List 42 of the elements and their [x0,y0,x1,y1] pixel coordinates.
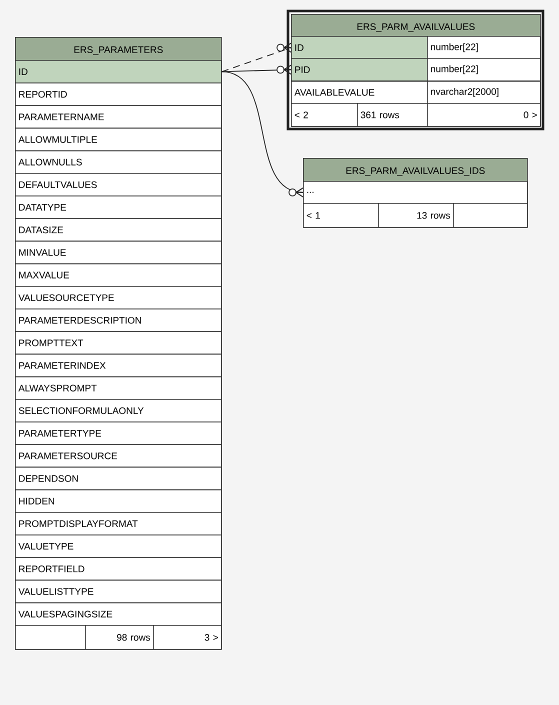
table-cell: number[22] [427,36,541,60]
table-cell: ID [291,36,428,60]
table-cell: DEPENDSON [15,466,222,490]
table-cell: PARAMETERSOURCE [15,444,222,468]
table-cell: 361 rows [357,103,428,127]
relationship-line [221,64,292,75]
table-cell: 3 > [153,625,222,650]
table-cell: PID [291,58,428,82]
table-cell: PARAMETERNAME [15,105,222,129]
table-cell: SELECTIONFORMULAONLY [15,399,222,422]
table-cell: < 2 [291,103,358,127]
table-cell: ALLOWNULLS [15,150,222,174]
table-cell: 0 > [427,103,541,127]
table-cell [15,625,86,650]
table-cell: 98 rows [85,625,154,650]
table-cell: HIDDEN [15,489,222,513]
table-cell: number[22] [427,58,541,82]
table-cell: DATATYPE [15,196,222,219]
table-cell: ALLOWMULTIPLE [15,128,222,152]
relationship-line [221,42,292,72]
table-cell: AVAILABLEVALUE [291,81,428,104]
table-cell [453,203,528,228]
table-cell: PARAMETERINDEX [15,354,222,378]
table-cell: PARAMETERDESCRIPTION [15,308,222,332]
table-cell: PROMPTDISPLAYFORMAT [15,512,222,536]
table-cell: DEFAULTVALUES [15,173,222,196]
table-cell: VALUETYPE [15,534,222,558]
table-cell: 13 rows [378,203,454,228]
table-cell: MINVALUE [15,240,222,264]
table-cell: REPORTID [15,82,222,106]
table-cell: PARAMETERTYPE [15,422,222,445]
table-cell: VALUESOURCETYPE [15,286,222,310]
table-cell: REPORTFIELD [15,557,222,581]
table-cell: nvarchar2[2000] [427,81,541,104]
table-cell: VALUELISTTYPE [15,580,222,604]
table-cell: < 1 [303,203,379,228]
relationship-line [221,71,304,198]
table-cell: DATASIZE [15,218,222,242]
table-cell: MAXVALUE [15,263,222,287]
table-cell: PROMPTTEXT [15,331,222,355]
table-cell: ALWAYSPROMPT [15,376,222,400]
table-cell: ID [15,60,222,84]
